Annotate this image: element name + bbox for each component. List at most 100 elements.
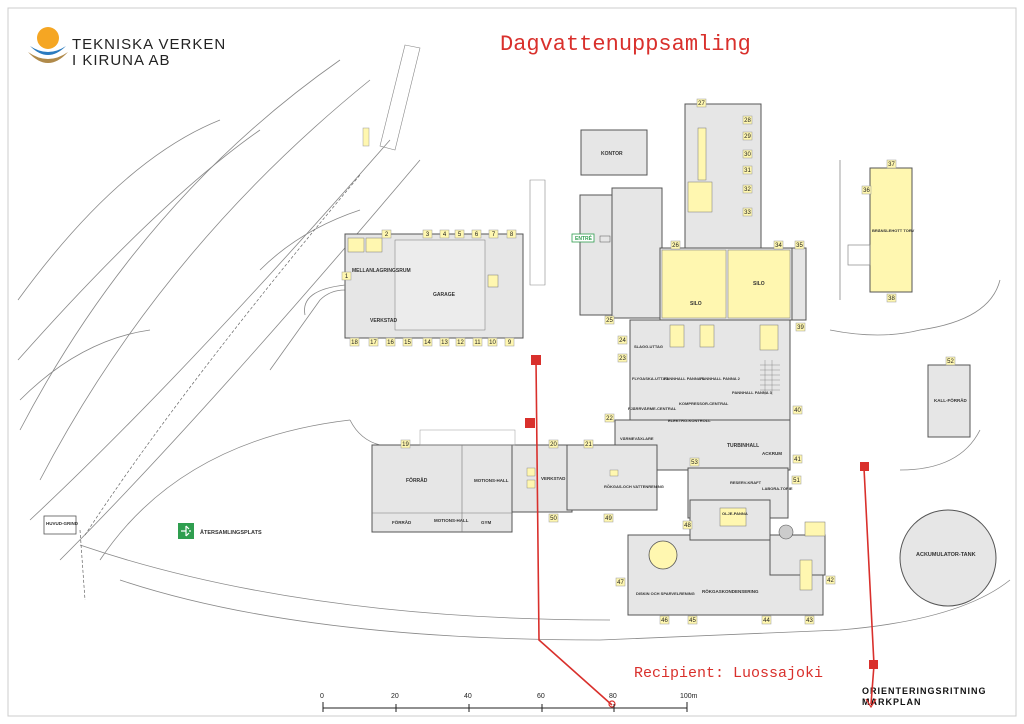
number-marker: 44 xyxy=(763,618,770,624)
number-marker: 3 xyxy=(426,232,430,238)
label-mellanlagringsrum: MELLANLAGRINGSRUM xyxy=(352,268,411,274)
number-marker: 38 xyxy=(888,296,895,302)
number-marker-box xyxy=(617,353,628,363)
number-marker: 33 xyxy=(744,210,751,216)
scale-tick: 80 xyxy=(609,693,617,700)
number-marker: 25 xyxy=(606,318,613,324)
number-marker: 27 xyxy=(698,101,705,107)
label-pannhall-1: PANNHALL PANNA 1 xyxy=(664,376,705,381)
label-bransleskott: BRÄNSLEHOTT TORV xyxy=(872,228,915,233)
label-atersamlingsplats: ÅTERSAMLINGSPLATS xyxy=(200,529,262,536)
number-marker: 22 xyxy=(606,416,613,422)
scale-tick: 60 xyxy=(537,693,545,700)
building-plant-north xyxy=(684,103,762,249)
building-kontor xyxy=(580,129,648,176)
number-marker-box xyxy=(795,322,806,332)
number-marker-box xyxy=(792,405,803,415)
number-marker-box xyxy=(548,513,559,523)
number-marker-box xyxy=(792,454,803,464)
scale-tick: 100m xyxy=(680,693,698,700)
label-rokgasrening: RÖKGAS-OCH VATTENRENING xyxy=(604,484,664,489)
number-marker: 28 xyxy=(744,118,751,124)
number-marker-box xyxy=(825,575,836,585)
number-marker: 4 xyxy=(443,232,447,238)
scale-tick: 40 xyxy=(464,693,472,700)
building-kall-forrad xyxy=(927,364,971,438)
scale-bar: 0 20 40 60 80 100m xyxy=(320,693,698,712)
label-ackrum: ACKRUM xyxy=(762,451,782,456)
number-marker: 24 xyxy=(619,338,626,344)
label-forrad-1: FÖRRÅD xyxy=(406,477,428,484)
number-marker: 19 xyxy=(402,442,409,448)
company-logo-icon xyxy=(28,27,68,63)
number-marker-box xyxy=(402,337,413,347)
scale-tick: 20 xyxy=(391,693,399,700)
number-marker-box xyxy=(583,439,594,449)
number-marker: 48 xyxy=(684,523,691,529)
number-marker: 30 xyxy=(744,152,751,158)
number-marker: 36 xyxy=(863,188,870,194)
number-marker: 20 xyxy=(550,442,557,448)
number-marker-box xyxy=(886,293,897,303)
number-marker-box xyxy=(381,229,392,239)
label-diskin: DISKIN OCH SPARVELRENING xyxy=(636,591,695,596)
label-kompressor: KOMPRESSOR-CENTRAL xyxy=(679,401,729,406)
number-marker: 2 xyxy=(385,232,389,238)
number-marker-box xyxy=(454,229,465,239)
label-reservkraft: RESERV-KRAFT xyxy=(730,480,762,485)
number-marker: 8 xyxy=(510,232,514,238)
number-marker: 49 xyxy=(605,516,612,522)
label-motionshall-2: MOTIONS-HALL xyxy=(434,518,469,523)
number-marker-box xyxy=(804,615,815,625)
number-marker: 18 xyxy=(351,340,358,346)
number-marker: 47 xyxy=(617,580,624,586)
number-marker: 13 xyxy=(441,340,448,346)
label-olje-panna: OLJE-PANNA xyxy=(722,511,748,516)
number-marker: 45 xyxy=(689,618,696,624)
number-marker-box xyxy=(439,337,450,347)
label-turbinhall: TURBINHALL xyxy=(727,443,759,449)
number-marker: 52 xyxy=(947,359,954,365)
number-marker-box xyxy=(742,165,753,175)
number-marker: 10 xyxy=(489,340,496,346)
number-marker: 14 xyxy=(424,340,431,346)
main-gate-box xyxy=(43,515,77,535)
property-boundary xyxy=(84,174,361,536)
number-marker-box xyxy=(742,149,753,159)
number-marker: 42 xyxy=(827,578,834,584)
roads xyxy=(17,59,1011,641)
label-silo-1: SILO xyxy=(690,301,702,307)
number-marker: 17 xyxy=(370,340,377,346)
number-marker: 35 xyxy=(796,243,803,249)
number-marker: 9 xyxy=(508,340,512,346)
number-marker-box xyxy=(604,413,615,423)
label-entre: ENTRÉ xyxy=(575,234,593,242)
number-marker-box xyxy=(761,615,772,625)
number-marker-box xyxy=(349,337,360,347)
number-marker: 15 xyxy=(404,340,411,346)
number-marker-box xyxy=(603,513,614,523)
number-marker-box xyxy=(368,337,379,347)
number-marker: 26 xyxy=(672,243,679,249)
label-slaggutttag: SLAGG-UTTAG xyxy=(634,344,663,349)
number-marker-box xyxy=(945,356,956,366)
building-forrad xyxy=(371,444,513,533)
number-marker-box xyxy=(742,184,753,194)
number-marker: 46 xyxy=(661,618,668,624)
number-marker-box xyxy=(341,271,352,281)
number-marker: 41 xyxy=(794,457,801,463)
number-marker-box xyxy=(615,577,626,587)
drainage-points xyxy=(525,355,878,669)
label-kontor: KONTOR xyxy=(601,151,623,157)
number-marker-box xyxy=(548,439,559,449)
number-marker-box xyxy=(742,207,753,217)
number-marker: 23 xyxy=(619,356,626,362)
silo-2 xyxy=(727,249,791,319)
number-marker: 7 xyxy=(492,232,496,238)
label-motionshall: MOTIONS-HALL xyxy=(474,478,509,483)
map-frame xyxy=(7,7,1017,717)
company-name-line1: TEKNISKA VERKEN xyxy=(72,36,227,53)
number-marker: 16 xyxy=(387,340,394,346)
